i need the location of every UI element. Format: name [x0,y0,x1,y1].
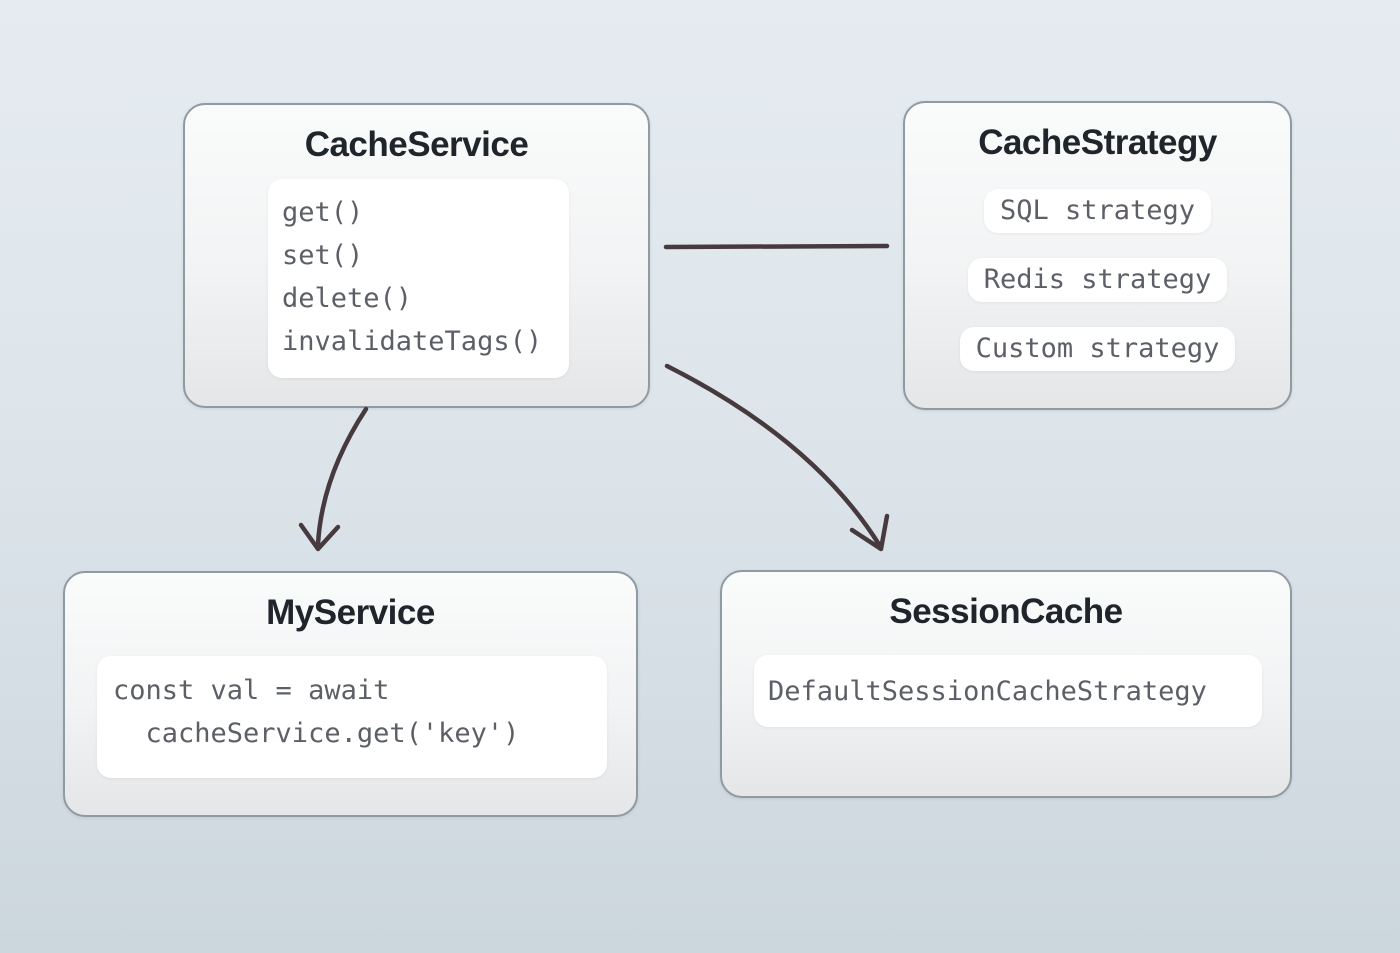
method-get: get() [282,197,364,228]
method-set: set() [282,240,364,271]
code-line-2: cacheService.get('key') [113,718,520,749]
edge-cacheservice-sessioncache [664,363,890,552]
node-sessioncache: SessionCache DefaultSessionCacheStrategy [720,570,1292,798]
node-title-cachestrategy: CacheStrategy [978,123,1217,162]
edge-cacheservice-cachestrategy [663,243,890,250]
node-title-sessioncache: SessionCache [889,592,1123,631]
node-title-cacheservice: CacheService [304,125,529,164]
edge-cacheservice-myservice [298,406,369,552]
node-cacheservice: CacheService get() set() delete() invali… [183,103,650,408]
node-cachestrategy: CacheStrategy SQL strategy Redis strateg… [903,101,1292,410]
default-strategy-label: DefaultSessionCacheStrategy [768,675,1207,707]
method-invalidatetags: invalidateTags() [282,326,543,357]
strategy-pill-custom: Custom strategy [959,327,1236,371]
node-title-myservice: MyService [266,593,435,632]
cacheservice-methods-panel: get() set() delete() invalidateTags() [268,179,569,378]
strategy-pill-sql: SQL strategy [983,189,1212,233]
sessioncache-strategy-panel: DefaultSessionCacheStrategy [754,655,1262,727]
node-myservice: MyService const val = await cacheService… [63,571,638,817]
code-line-1: const val = await [113,675,390,706]
strategy-pill-stack: SQL strategy Redis strategy Custom strat… [905,189,1290,371]
myservice-code-panel: const val = await cacheService.get('key'… [97,656,607,778]
strategy-pill-redis: Redis strategy [967,258,1228,302]
method-delete: delete() [282,283,413,314]
